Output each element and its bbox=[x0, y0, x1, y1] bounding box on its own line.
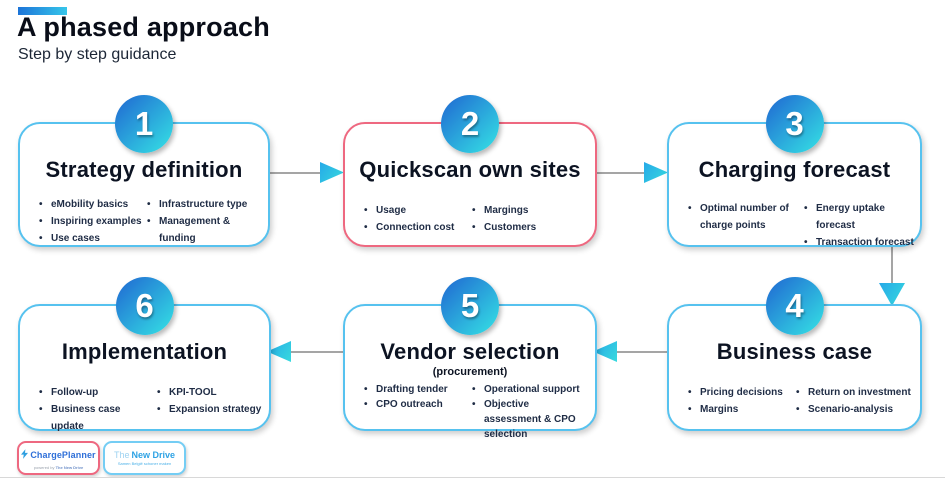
bullet-item: Objective assessment & CPO selection bbox=[471, 397, 589, 442]
flow-line-1-2 bbox=[266, 172, 322, 174]
step-title: Business case bbox=[716, 339, 873, 364]
step-number-badge: 6 bbox=[115, 277, 174, 335]
arrow-right-icon bbox=[320, 162, 344, 183]
step-number-badge: 4 bbox=[765, 277, 824, 335]
page-title: A phased approach bbox=[17, 12, 270, 42]
bullet-item: Expansion strategy bbox=[156, 401, 263, 418]
bullet-item: Margins bbox=[687, 401, 795, 418]
step-number-badge: 1 bbox=[115, 95, 173, 153]
accent-bar bbox=[18, 7, 67, 15]
flow-line-4-5 bbox=[616, 351, 667, 353]
step-subtitle: (procurement) bbox=[432, 366, 508, 378]
bullet-item: Energy uptake forecast bbox=[803, 200, 914, 234]
arrow-right-icon bbox=[644, 162, 668, 183]
newdrive-tagline: Samen België schoner maken bbox=[117, 461, 172, 466]
bullet-item: CPO outreach bbox=[363, 397, 471, 412]
bullet-item: Management & funding bbox=[146, 213, 262, 247]
bullet-item: Customers bbox=[471, 219, 589, 236]
bullet-item: Pricing decisions bbox=[687, 384, 795, 401]
flow-line-3-4 bbox=[891, 243, 893, 285]
step-box-quickscan-own-sites: 2 Quickscan own sites Usage Connection c… bbox=[343, 95, 597, 247]
the-new-drive-logo: The New Drive Samen België schoner maken bbox=[103, 441, 186, 475]
bullet-item: KPI-TOOL bbox=[156, 384, 263, 401]
bullet-item: Follow-up bbox=[38, 384, 156, 401]
step-number-badge: 2 bbox=[441, 95, 499, 153]
bullet-item: Usage bbox=[363, 202, 471, 219]
step-title: Implementation bbox=[61, 339, 228, 364]
arrow-down-icon bbox=[879, 283, 905, 306]
chargeplanner-logo: ChargePlanner powered by The New Drive bbox=[17, 441, 100, 475]
bullet-item: Scenario-analysis bbox=[795, 401, 914, 418]
step-number-badge: 3 bbox=[765, 95, 824, 153]
bullet-item: Operational support bbox=[471, 382, 589, 397]
step-title: Strategy definition bbox=[45, 157, 243, 182]
step-title: Quickscan own sites bbox=[359, 157, 581, 182]
chargeplanner-tagline: powered by The New Drive bbox=[33, 465, 84, 470]
step-box-charging-forecast: 3 Charging forecast Optimal number of ch… bbox=[667, 95, 922, 251]
newdrive-prefix: The bbox=[113, 450, 130, 460]
chargeplanner-wordmark: ChargePlanner bbox=[30, 450, 96, 460]
bullet-item: Business case update bbox=[38, 401, 156, 435]
bullet-item: Connection cost bbox=[363, 219, 471, 236]
flow-line-5-6 bbox=[290, 351, 343, 353]
step-box-business-case: 4 Business case Pricing decisions Margin… bbox=[667, 277, 922, 431]
flow-line-2-3 bbox=[593, 172, 645, 174]
step-number-badge: 5 bbox=[441, 277, 499, 335]
step-box-strategy-definition: 1 Strategy definition eMobility basics I… bbox=[18, 95, 270, 247]
bullet-item: Infrastructure type bbox=[146, 196, 262, 213]
step-box-vendor-selection: 5 Vendor selection (procurement) Draftin… bbox=[343, 277, 597, 440]
page-subtitle: Step by step guidance bbox=[18, 46, 177, 63]
step-title: Vendor selection bbox=[380, 339, 560, 364]
lightning-bolt-icon bbox=[21, 446, 29, 464]
bullet-item: Transaction forecast bbox=[803, 234, 914, 251]
bullet-item: Margings bbox=[471, 202, 589, 219]
bullet-item: Inspiring examples bbox=[38, 213, 146, 230]
bullet-item: Return on investment bbox=[795, 384, 914, 401]
step-title: Charging forecast bbox=[698, 157, 891, 182]
bullet-item: Drafting tender bbox=[363, 382, 471, 397]
bullet-item: Optimal number of charge points bbox=[687, 200, 803, 234]
bullet-item: Use cases bbox=[38, 230, 146, 247]
bullet-item: eMobility basics bbox=[38, 196, 146, 213]
newdrive-wordmark: New Drive bbox=[131, 450, 176, 460]
step-box-implementation: 6 Implementation Follow-up Business case… bbox=[18, 277, 271, 432]
